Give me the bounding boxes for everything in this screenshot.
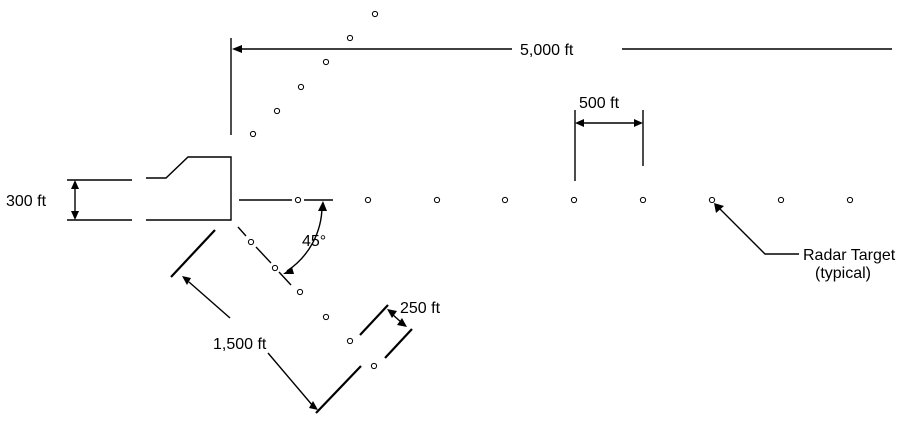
radar-target-marker xyxy=(433,196,441,204)
dimension-500ft: 500 ft xyxy=(574,95,644,181)
callout-sublabel: (typical) xyxy=(815,265,871,282)
radar-target-marker xyxy=(501,196,509,204)
dimension-250ft: 250 ft xyxy=(359,300,441,359)
angle-45deg: 45° xyxy=(283,201,327,274)
radar-target-marker xyxy=(249,130,257,138)
radar-targets xyxy=(247,10,854,370)
callout-label: Radar Target xyxy=(803,247,896,264)
label-45deg: 45° xyxy=(302,233,326,250)
radar-target-marker xyxy=(247,238,255,246)
radar-target-marker xyxy=(846,196,854,204)
radar-target-marker xyxy=(346,34,354,42)
radar-target-marker xyxy=(708,196,716,204)
radar-target-marker xyxy=(371,10,379,18)
runway-end xyxy=(146,156,232,221)
radar-target-marker xyxy=(639,196,647,204)
dimension-5000ft: 5,000 ft xyxy=(230,38,892,135)
radar-target-marker xyxy=(322,313,330,321)
dimension-1500ft: 1,500 ft xyxy=(170,229,362,414)
radar-target-marker xyxy=(296,288,304,296)
radar-target-marker xyxy=(570,196,578,204)
label-1500ft: 1,500 ft xyxy=(213,336,267,353)
radar-target-marker xyxy=(364,196,372,204)
radar-target-marker xyxy=(322,58,330,66)
radar-target-marker xyxy=(777,196,785,204)
radar-target-marker xyxy=(271,264,279,272)
diagonal-line-dashes xyxy=(237,226,292,286)
label-5000ft: 5,000 ft xyxy=(520,42,574,59)
dimension-300ft: 300 ft xyxy=(6,179,132,221)
radar-target-marker xyxy=(370,362,378,370)
radar-target-marker xyxy=(294,196,302,204)
label-300ft: 300 ft xyxy=(6,193,47,210)
radar-target-marker xyxy=(273,107,281,115)
label-250ft: 250 ft xyxy=(400,300,441,317)
radar-target-callout: Radar Target (typical) xyxy=(714,203,896,282)
label-500ft: 500 ft xyxy=(579,95,620,112)
radar-target-marker xyxy=(297,83,305,91)
radar-target-marker xyxy=(346,337,354,345)
